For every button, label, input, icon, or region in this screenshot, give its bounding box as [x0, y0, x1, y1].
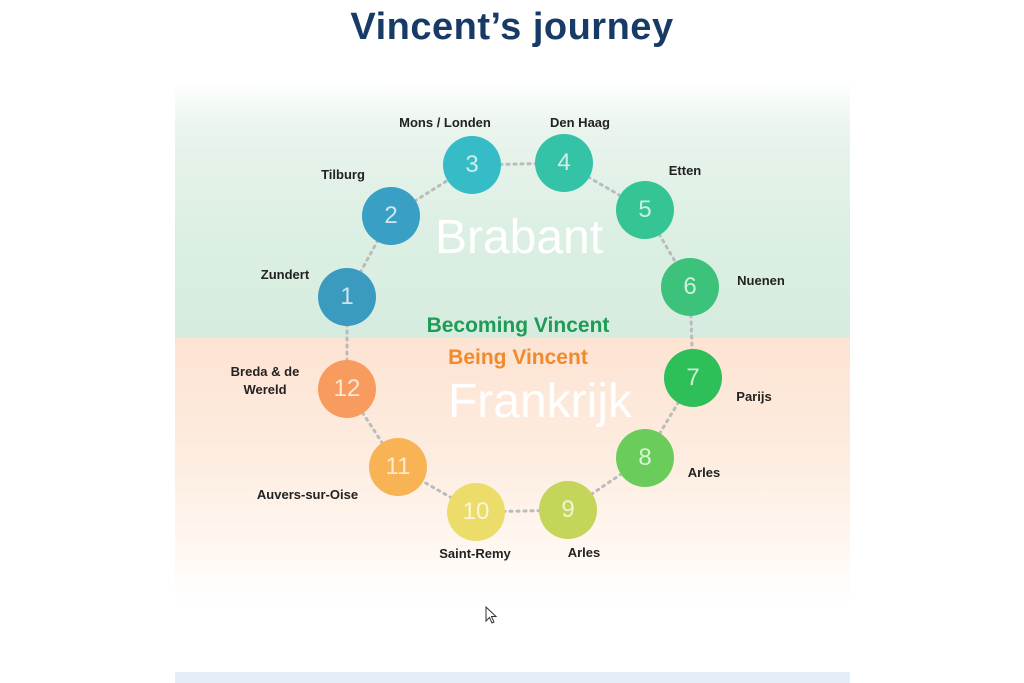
dotted-path [345, 161, 695, 514]
stop-circle-7[interactable]: 7 [664, 349, 722, 407]
phase-label-being: Being Vincent [448, 346, 588, 369]
stop-place-label: Arles [567, 545, 601, 560]
stop-circle-1[interactable]: 1 [318, 268, 376, 326]
stop-place-label: Mons / Londen [399, 115, 491, 130]
stop-place-label: Parijs [736, 389, 772, 404]
brabant-band [175, 80, 850, 338]
mouse-cursor-icon [485, 606, 498, 624]
stop-circle-10[interactable]: 10 [447, 483, 505, 541]
stop-circle-12[interactable]: 12 [318, 360, 376, 418]
stop-circle-9[interactable]: 9 [539, 481, 597, 539]
next-section-bar [175, 672, 850, 683]
stop-place-label: Auvers-sur-Oise [256, 487, 359, 502]
stop-circle-4[interactable]: 4 [535, 134, 593, 192]
journey-diagram: Brabant Frankrijk Becoming Vincent Being… [175, 80, 850, 605]
stop-place-label: Arles [687, 465, 721, 480]
stop-place-label: Tilburg [321, 167, 365, 182]
phase-label-becoming: Becoming Vincent [426, 314, 610, 337]
stop-place-label: Saint-Remy [439, 546, 511, 561]
stop-place-label: Nuenen [737, 273, 785, 288]
stop-circle-5[interactable]: 5 [616, 181, 674, 239]
stop-circle-8[interactable]: 8 [616, 429, 674, 487]
region-label-frankrijk: Frankrijk [447, 375, 632, 428]
stop-place-label: Zundert [260, 267, 310, 282]
stop-circle-2[interactable]: 2 [362, 187, 420, 245]
stop-place-label: Etten [668, 163, 702, 178]
stop-circle-3[interactable]: 3 [443, 136, 501, 194]
frankrijk-band [175, 338, 850, 605]
stop-place-label: Breda & de Wereld [230, 364, 300, 397]
stop-circle-11[interactable]: 11 [369, 438, 427, 496]
stop-circle-6[interactable]: 6 [661, 258, 719, 316]
page-title: Vincent’s journey [350, 6, 674, 48]
stop-place-label: Den Haag [550, 115, 610, 130]
region-label-brabant: Brabant [434, 211, 604, 264]
